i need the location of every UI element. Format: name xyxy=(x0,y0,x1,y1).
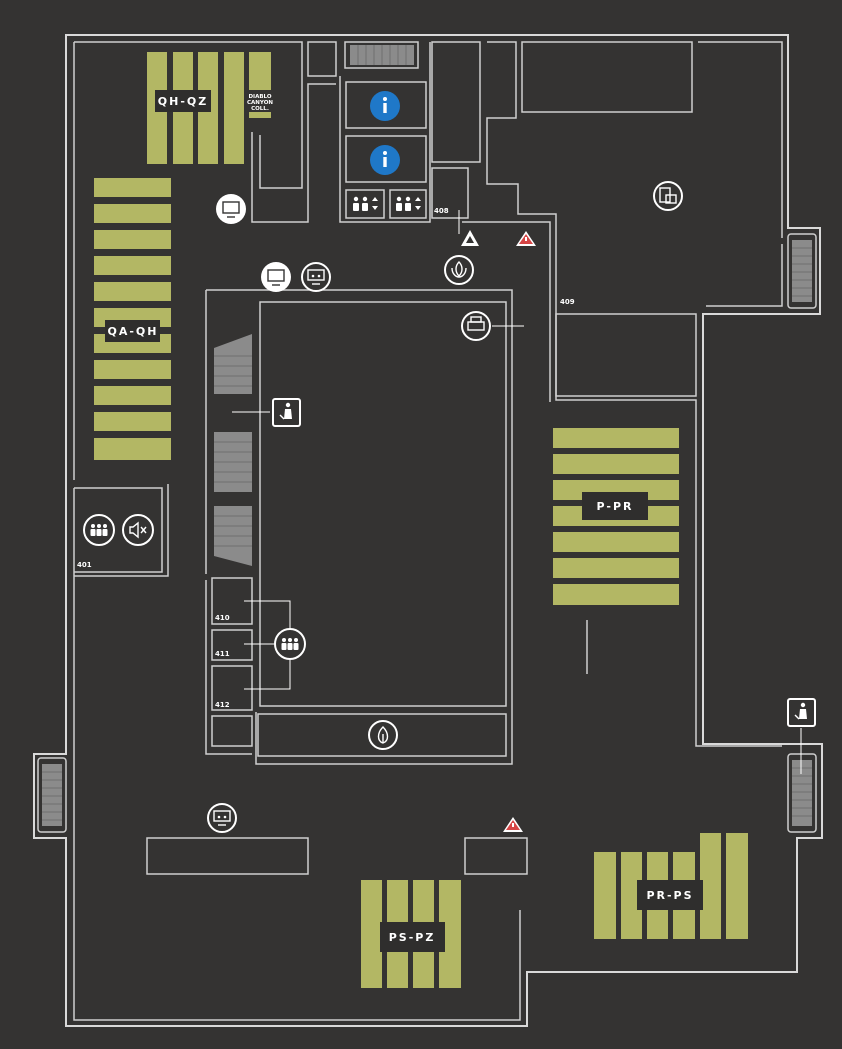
group-study-room-icon[interactable] xyxy=(274,628,306,660)
service-desk-icon[interactable] xyxy=(272,398,301,427)
special-collection-label-line2: CANYON xyxy=(247,100,273,106)
emergency-exit-icon xyxy=(503,817,523,832)
stack-label-qh-qz: QH-QZ xyxy=(158,95,208,108)
counter-left xyxy=(146,837,309,875)
fire-extinguisher-icon xyxy=(461,230,479,246)
stairs-atrium xyxy=(214,334,252,566)
whiteboard-icon[interactable] xyxy=(301,262,331,292)
quiet-zone-icon[interactable] xyxy=(122,514,154,546)
counter-right xyxy=(464,837,528,875)
stairs-west xyxy=(37,757,67,833)
info-icon[interactable] xyxy=(370,145,400,175)
whiteboard-icon[interactable] xyxy=(207,803,237,833)
stacks-ps-pz: PS-PZ xyxy=(361,880,461,988)
special-collection-label-line1: DIABLO xyxy=(248,94,271,100)
stacks-qh-qz: QH-QZ DIABLO CANYON COLL. xyxy=(147,52,273,164)
central-atrium xyxy=(205,289,513,765)
outer-walls xyxy=(33,34,823,1027)
special-collection-label-line3: COLL. xyxy=(251,106,269,112)
stairs-east-lower xyxy=(787,753,817,833)
stacks-qa-qh: QA-QH xyxy=(94,178,171,460)
stacks-pr-ps: PR-PS xyxy=(594,833,748,939)
room-number-409: 409 xyxy=(560,298,575,306)
room-401 xyxy=(74,484,169,577)
info-icon[interactable] xyxy=(370,91,400,121)
room-number-411: 411 xyxy=(215,650,230,658)
stacks-p-pr: P-PR xyxy=(553,428,679,605)
elevator-icon[interactable] xyxy=(396,196,421,211)
stack-label-qa-qh: QA-QH xyxy=(108,325,159,338)
water-fountain-icon[interactable] xyxy=(368,720,398,750)
reading-room-icon[interactable] xyxy=(653,181,683,211)
leader-lines xyxy=(232,210,802,774)
stack-label-ps-pz: PS-PZ xyxy=(389,931,436,944)
meditation-icon[interactable] xyxy=(444,255,474,285)
emergency-exit-icon xyxy=(516,231,536,246)
computer-workstation-icon[interactable] xyxy=(216,194,246,224)
room-number-408: 408 xyxy=(434,207,449,215)
stack-label-p-pr: P-PR xyxy=(597,500,634,513)
stack-label-pr-ps: PR-PS xyxy=(646,889,693,902)
group-study-room-icon[interactable] xyxy=(83,514,115,546)
room-number-401: 401 xyxy=(77,561,92,569)
room-number-412: 412 xyxy=(215,701,230,709)
service-desk-icon[interactable] xyxy=(787,698,816,727)
computer-workstation-icon[interactable] xyxy=(261,262,291,292)
printer-icon[interactable] xyxy=(461,311,491,341)
room-number-410: 410 xyxy=(215,614,230,622)
elevator-icon[interactable] xyxy=(353,196,378,211)
stairs-east-upper xyxy=(787,233,817,309)
stairs-top xyxy=(350,45,414,65)
